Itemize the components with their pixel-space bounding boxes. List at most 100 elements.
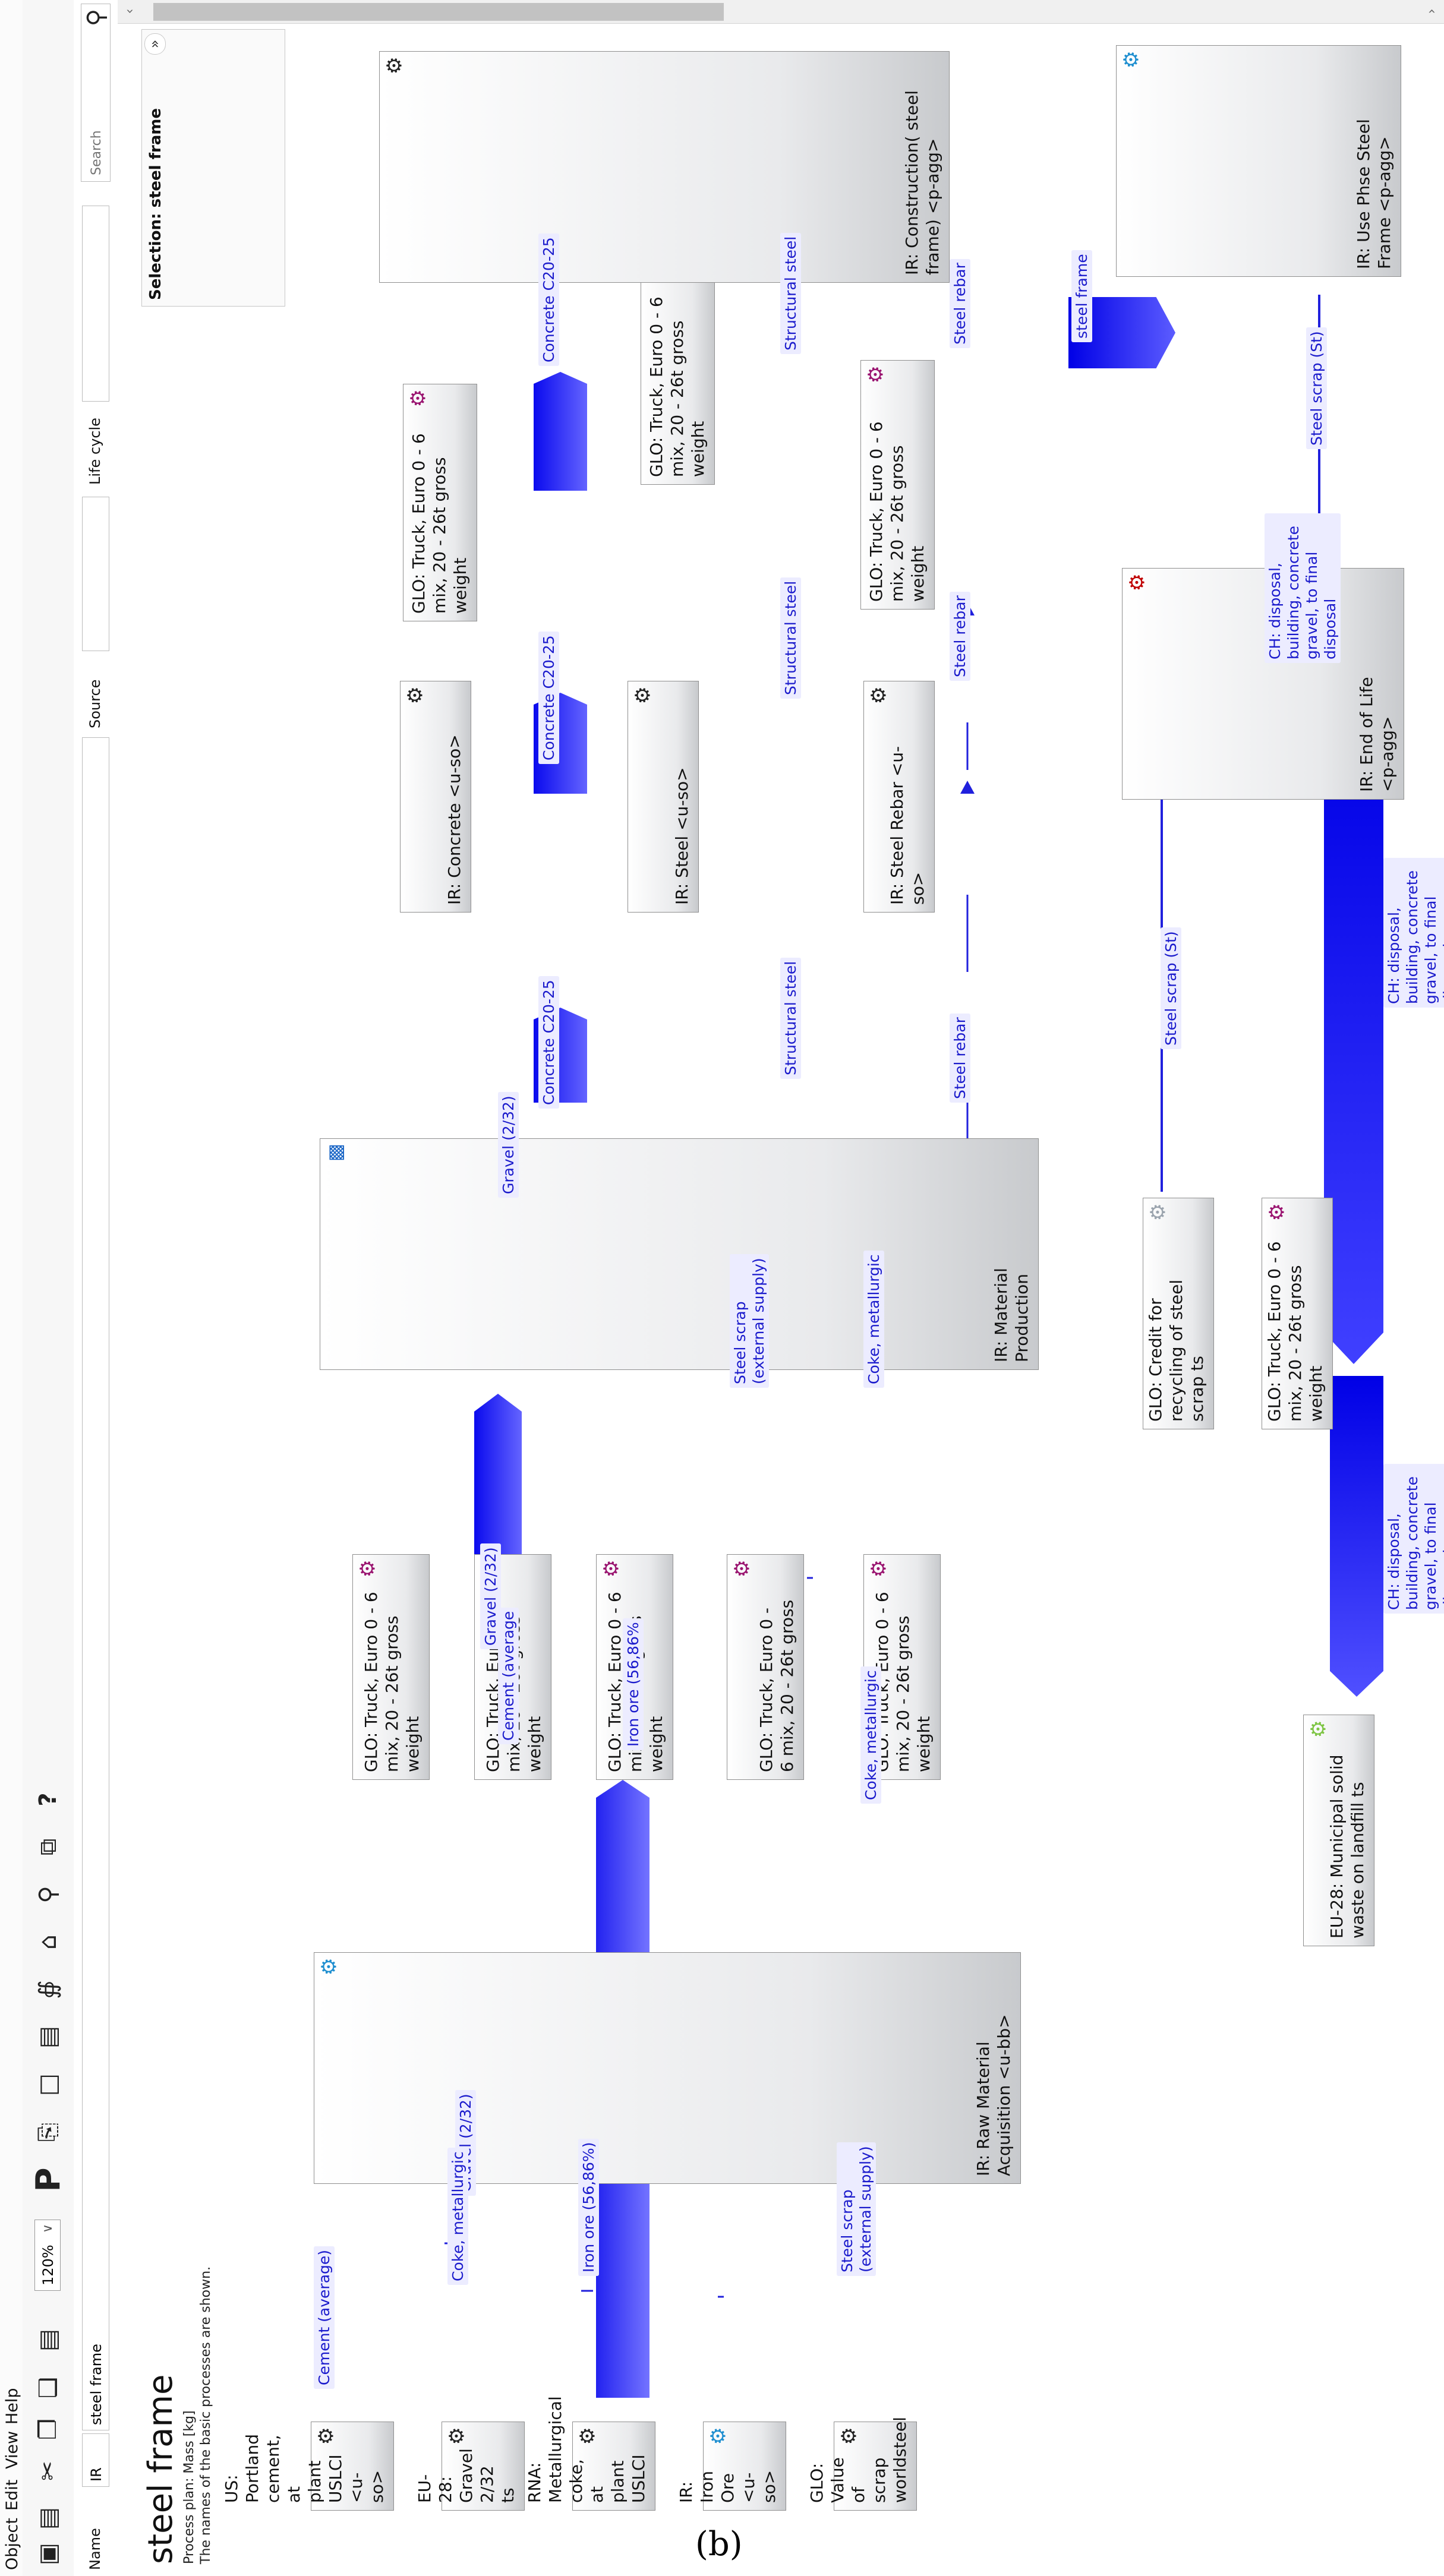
flow-label-steelframe[interactable]: steel frame xyxy=(1071,250,1092,342)
process-truck-disposal[interactable]: ⚙ GLO: Truck, Euro 0 - 6 mix, 20 - 26t g… xyxy=(1262,1198,1333,1429)
scroll-down-icon[interactable]: › xyxy=(1424,8,1439,14)
factory-icon: ▩ xyxy=(324,1144,346,1162)
selection-panel: Selection: steel frame » xyxy=(141,29,285,307)
process-portland-cement[interactable]: ⚙ US: Portland cement, at plant USLCI <u… xyxy=(222,2422,394,2511)
copy-icon[interactable]: ❐ xyxy=(34,2419,62,2440)
process-concrete[interactable]: ⚙ IR: Concrete <u-so> xyxy=(400,681,471,913)
home-icon[interactable]: ⌂ xyxy=(34,1934,62,1950)
menu-help[interactable]: Help xyxy=(3,2388,21,2425)
flow-label-disposal-3[interactable]: CH: disposal, building, concrete gravel,… xyxy=(1383,1464,1444,1614)
flow-label-structural-1[interactable]: Structural steel xyxy=(780,957,801,1079)
flow-label-concrete-2[interactable]: Concrete C20-25 xyxy=(538,632,559,764)
menu-object[interactable]: Object xyxy=(3,2518,21,2570)
process-construction[interactable]: ⚙ IR: Construction( steel frame) <p-agg> xyxy=(379,51,950,283)
flow-label-gravel-3[interactable]: Gravel (2/32) xyxy=(498,1092,519,1198)
flow-label-rebar-3[interactable]: Steel rebar xyxy=(950,259,970,348)
flow-label-cement-2[interactable]: Cement (average xyxy=(498,1607,519,1744)
process-use-phase[interactable]: ⚙ IR: Use Phse Steel Frame <p-agg> xyxy=(1116,45,1401,277)
gear-icon: ⚙ xyxy=(403,686,427,705)
lifecycle-select[interactable] xyxy=(82,206,109,402)
flow-label-cement[interactable]: Cement (average) xyxy=(314,2246,335,2389)
search-box[interactable]: ⚲ xyxy=(81,4,111,182)
truck-process-icon: ⚙ xyxy=(1265,1203,1289,1221)
vertical-scrollbar[interactable]: ‹ › xyxy=(118,0,1444,24)
menu-view[interactable]: View xyxy=(3,2430,21,2469)
process-steel-rebar[interactable]: ⚙ IR: Steel Rebar <u-so> xyxy=(863,681,935,913)
list-icon[interactable]: ▤ xyxy=(34,2026,62,2048)
open-plan-icon[interactable]: ▤ xyxy=(34,2507,62,2530)
scroll-up-icon[interactable]: ‹ xyxy=(122,8,137,14)
menu-edit[interactable]: Edit xyxy=(3,2479,21,2511)
flow-label-ironore-2[interactable]: Iron ore (56,86% xyxy=(623,1618,644,1750)
gear-icon: ⚙ xyxy=(1120,50,1143,69)
cut-icon[interactable]: ✂ xyxy=(34,2461,62,2481)
plan-canvas[interactable]: steel frame Process plan: Mass [kg] The … xyxy=(118,0,1444,2576)
gear-icon: ⚙ xyxy=(1307,1720,1331,1738)
name-input[interactable]: steel frame xyxy=(82,737,109,2430)
gear-icon: ⚙ xyxy=(837,2427,861,2445)
flow-label-rebar-1[interactable]: Steel rebar xyxy=(950,1014,970,1103)
flow-label-coke[interactable]: Coke, metallurgic xyxy=(447,2148,468,2285)
process-landfill[interactable]: ⚙ EU-28: Municipal solid waste on landfi… xyxy=(1303,1715,1374,1946)
process-truck-scrap[interactable]: ⚙ GLO: Truck, Euro 0 - 6 mix, 20 - 26t g… xyxy=(727,1554,804,1780)
process-truck-concrete[interactable]: ⚙ GLO: Truck, Euro 0 - 6 mix, 20 - 26t g… xyxy=(403,384,477,621)
source-label: Source xyxy=(87,679,103,728)
gear-icon: ⚙ xyxy=(867,686,891,705)
new-process-icon[interactable]: ▣ xyxy=(34,2543,62,2565)
scroll-thumb[interactable] xyxy=(153,3,724,21)
source-select[interactable] xyxy=(82,497,109,651)
gear-icon: ⚙ xyxy=(631,686,655,705)
name-label: Name xyxy=(87,2528,103,2570)
gear-icon: ⚙ xyxy=(1146,1203,1170,1221)
truck-process-icon: ⚙ xyxy=(406,389,430,408)
process-icon[interactable]: P xyxy=(29,2167,68,2192)
process-gravel-source[interactable]: ⚙ EU-28: Gravel 2/32 ts xyxy=(415,2422,525,2511)
flow-label-coke-2[interactable]: Coke, metallurgic xyxy=(860,1666,881,1804)
gear-icon: ⚙ xyxy=(576,2427,600,2445)
flow-label-steelscrap-2[interactable]: Steel scrap (external supply) xyxy=(730,1254,769,1388)
flow-label-concrete-3[interactable]: Concrete C20-25 xyxy=(538,233,559,366)
flow-label-coke-3[interactable]: Coke, metallurgic xyxy=(863,1251,884,1388)
process-raw-material[interactable]: ⚙ IR: Raw Material Acquisition <u-bb> xyxy=(314,1952,1021,2184)
flow-label-concrete-1[interactable]: Concrete C20-25 xyxy=(538,976,559,1109)
process-steel[interactable]: ⚙ IR: Steel <u-so> xyxy=(628,681,699,913)
flow-icon[interactable]: ⎘ xyxy=(34,2123,62,2142)
duplicate-icon[interactable]: ⧉ xyxy=(34,1838,62,1856)
flow-label-scrap-st-1[interactable]: Steel scrap (St) xyxy=(1306,327,1327,449)
search-icon[interactable]: ⚲ xyxy=(83,9,110,27)
toolbar: ▣ ▤ ✂ ❐ ❑ ▤ 120% P ⎘ □ ▤ ∯ ⌂ ⚲ ⧉ ? xyxy=(23,0,74,2576)
delete-icon[interactable]: ▤ xyxy=(34,2329,62,2351)
process-end-of-life[interactable]: ⚙ IR: End of Life <p-agg> xyxy=(1122,568,1404,800)
zoom-select[interactable]: 120% xyxy=(34,2220,61,2291)
process-truck-structural[interactable]: ⚙ GLO: Truck, Euro 0 - 6 mix, 20 - 26t g… xyxy=(641,247,715,485)
name-prefix-select[interactable]: IR xyxy=(82,2433,109,2487)
search-input[interactable] xyxy=(86,55,106,176)
gear-icon: ⚙ xyxy=(383,56,406,75)
process-material-production[interactable]: ▩ IR: Material Production xyxy=(320,1138,1039,1370)
menu-bar: Object Edit View Help xyxy=(0,0,23,2576)
process-truck-gravel[interactable]: ⚙ GLO: Truck, Euro 0 - 6 mix, 20 - 26t g… xyxy=(352,1554,430,1780)
truck-process-icon: ⚙ xyxy=(356,1560,380,1578)
process-ironore-source[interactable]: ⚙ IR: Iron Ore <u-so> xyxy=(676,2422,786,2511)
flow-label-structural-3[interactable]: Structural steel xyxy=(780,232,801,354)
truck-process-icon: ⚙ xyxy=(730,1560,754,1578)
process-scrap-value[interactable]: ⚙ GLO: Value of scrap worldsteel xyxy=(807,2417,917,2511)
flow-label-scrap-st-2[interactable]: Steel scrap (St) xyxy=(1161,927,1181,1049)
chevron-right-icon[interactable]: » xyxy=(144,33,166,55)
chart-icon[interactable]: ∯ xyxy=(34,1980,62,1999)
process-credit-recycling[interactable]: ⚙ GLO: Credit for recycling of steel scr… xyxy=(1143,1198,1214,1429)
paste-icon[interactable]: ❑ xyxy=(34,2377,62,2398)
flow-label-rebar-2[interactable]: Steel rebar xyxy=(950,592,970,681)
magnify-icon[interactable]: ⚲ xyxy=(34,1886,62,1903)
flow-label-ironore[interactable]: Iron ore (56,86%) xyxy=(578,2138,599,2276)
flow-concrete-3 xyxy=(534,372,587,491)
process-coke-source[interactable]: ⚙ RNA: Metallurgical coke, at plant USLC… xyxy=(525,2396,655,2511)
process-truck-rebar[interactable]: ⚙ GLO: Truck, Euro 0 - 6 mix, 20 - 26t g… xyxy=(860,360,935,610)
flow-label-steelscrap[interactable]: Steel scrap (external supply) xyxy=(837,2142,876,2276)
flow-label-structural-2[interactable]: Structural steel xyxy=(780,577,801,699)
page-icon[interactable]: □ xyxy=(34,2073,62,2096)
help-icon[interactable]: ? xyxy=(34,1792,62,1807)
flow-label-disposal-1[interactable]: CH: disposal, building, concrete gravel,… xyxy=(1265,513,1341,663)
flow-label-disposal-2[interactable]: CH: disposal, building, concrete gravel,… xyxy=(1383,858,1444,1008)
